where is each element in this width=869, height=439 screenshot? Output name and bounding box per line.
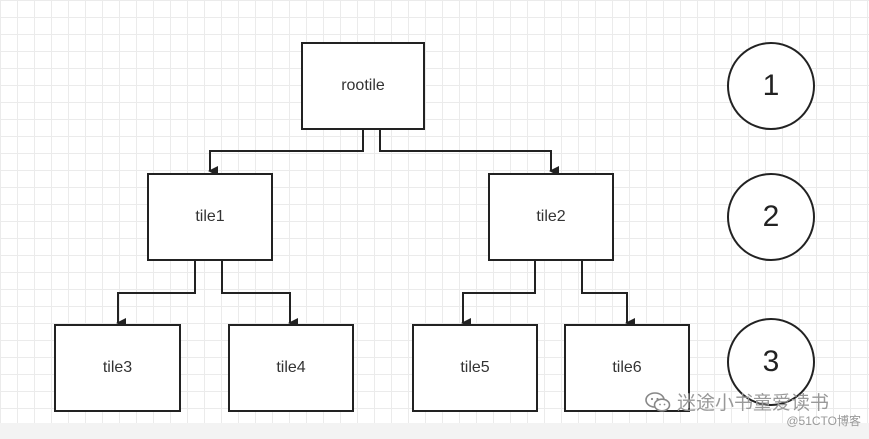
level-marker-1-label: 1: [762, 69, 780, 102]
edge-tile2-tile5: [461, 261, 536, 328]
bottom-bar: [0, 423, 869, 439]
edge-tile1-tile4: [221, 261, 298, 328]
node-tile1-label: tile1: [195, 208, 225, 225]
level-marker-2-label: 2: [762, 200, 780, 233]
node-tile6: tile6: [564, 324, 690, 412]
edge-root-tile2: [379, 129, 559, 176]
node-tile4-label: tile4: [276, 359, 306, 376]
node-root: rootile: [301, 42, 425, 130]
watermark-text: 迷途小书童爱读书: [676, 393, 829, 414]
wechat-icon: [645, 391, 671, 412]
node-tile4: tile4: [228, 324, 354, 412]
watermark: 迷途小书童爱读书: [645, 388, 829, 415]
edge-tile2-tile6: [581, 261, 635, 328]
node-tile1: tile1: [147, 173, 273, 261]
watermark-sub: @51CTO博客: [786, 414, 861, 428]
node-tile2: tile2: [488, 173, 614, 261]
level-marker-3: 3: [727, 318, 815, 406]
level-marker-1: 1: [727, 42, 815, 130]
node-tile6-label: tile6: [612, 359, 642, 376]
edge-tile1-tile3: [116, 261, 196, 328]
node-tile2-label: tile2: [536, 208, 566, 225]
node-tile5-label: tile5: [460, 359, 490, 376]
edge-root-tile1: [208, 129, 364, 176]
node-tile3-label: tile3: [102, 359, 133, 376]
level-marker-2: 2: [727, 173, 815, 261]
level-marker-3-label: 3: [762, 345, 780, 378]
node-tile5: tile5: [412, 324, 538, 412]
node-tile3: tile3: [54, 324, 181, 412]
node-root-label: rootile: [341, 77, 385, 94]
